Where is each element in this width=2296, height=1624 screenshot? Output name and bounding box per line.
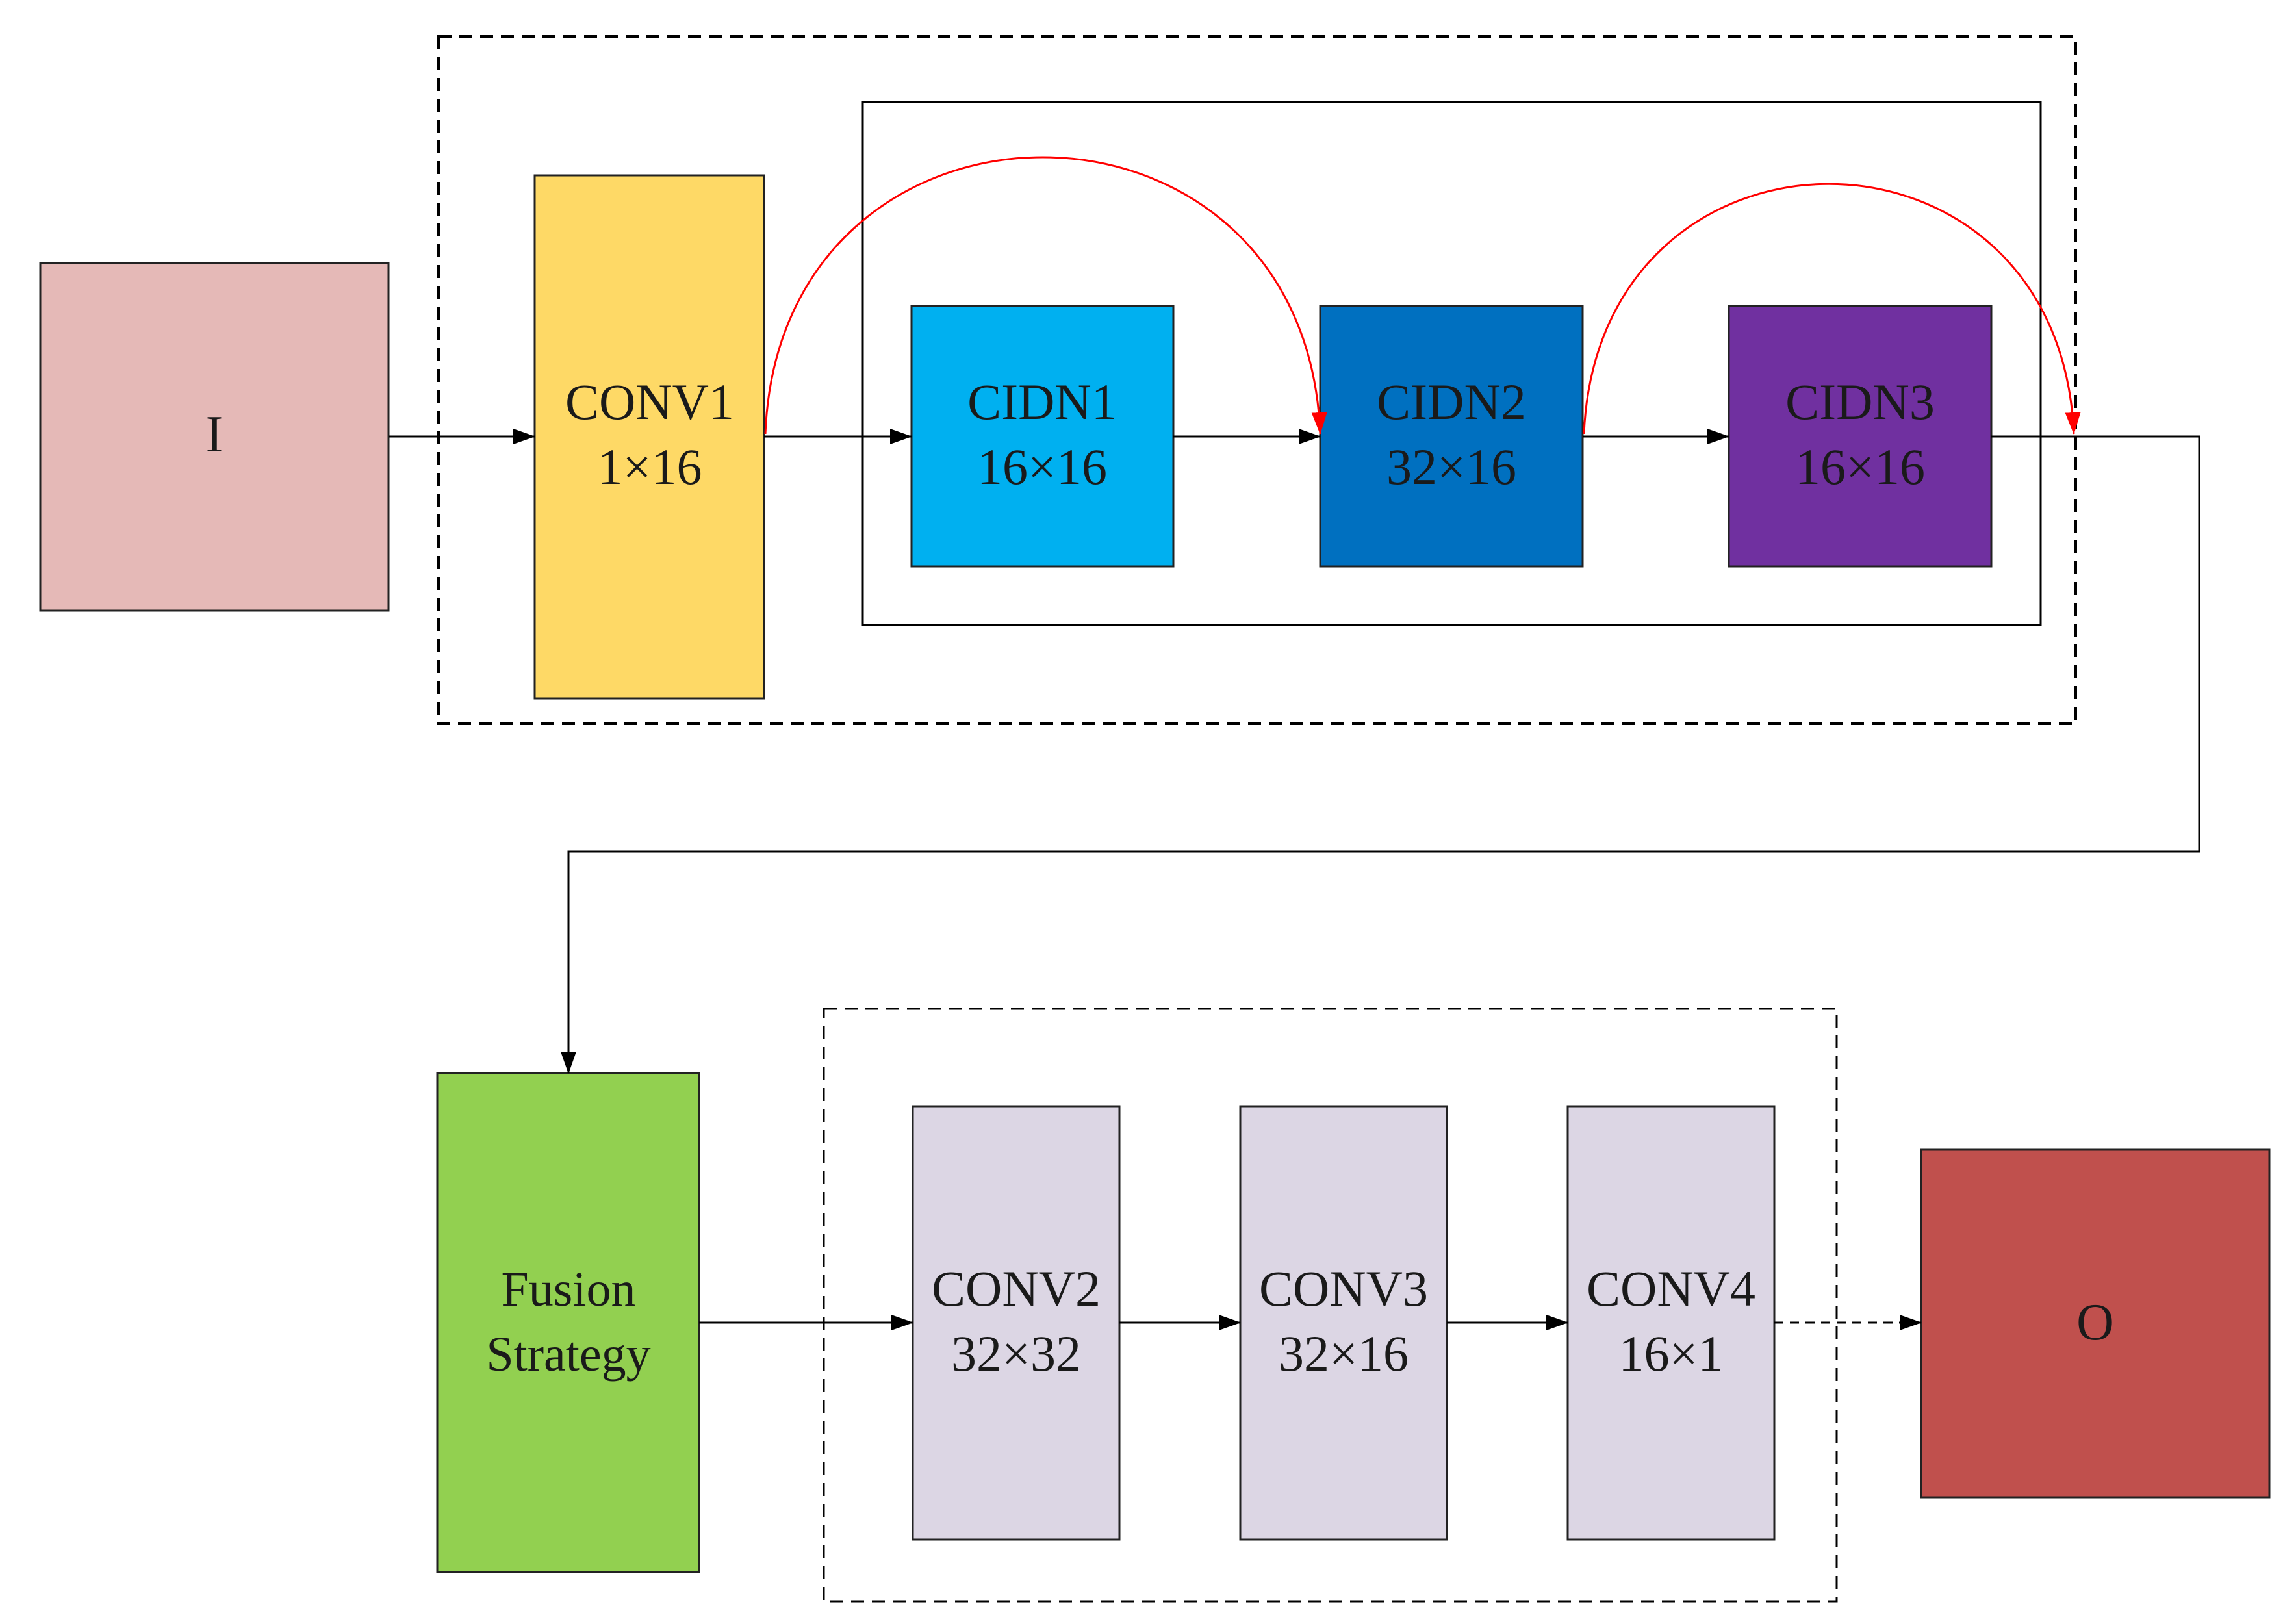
conv2-dims-label: 32×32 (951, 1325, 1081, 1382)
skip-connection-cidn2-to-output (1583, 183, 2081, 435)
decoder-group-border (823, 1008, 1838, 1603)
conv4-block (1566, 1105, 1776, 1541)
cidn-group-border (861, 101, 2042, 626)
encoder-group-border (437, 35, 2077, 725)
fusion-label-line2: Strategy (486, 1327, 650, 1382)
output-label: O (2076, 1294, 2114, 1351)
cidn2-block (1319, 305, 1584, 568)
arrow-cidn3-to-fusion (561, 435, 2200, 1074)
cidn3-block (1728, 305, 1993, 568)
cidn3-name-label: CIDN3 (1785, 374, 1935, 430)
conv3-name-label: CONV3 (1259, 1260, 1428, 1317)
cidn1-block (910, 305, 1175, 568)
conv4-name-label: CONV4 (1587, 1260, 1755, 1317)
skip-connection-conv1-to-cidn2 (764, 156, 1327, 435)
cidn3-dims-label: 16×16 (1795, 438, 1925, 495)
fusion-strategy-block (436, 1072, 700, 1573)
conv4-dims-label: 16×1 (1619, 1325, 1724, 1382)
conv1-block (533, 174, 765, 700)
input-label: I (206, 406, 223, 463)
cidn1-name-label: CIDN1 (967, 374, 1117, 430)
cidn1-dims-label: 16×16 (977, 438, 1107, 495)
conv2-name-label: CONV2 (932, 1260, 1101, 1317)
conv2-block (912, 1105, 1121, 1541)
conv1-dims-label: 1×16 (598, 438, 702, 495)
input-block (39, 262, 390, 612)
conv3-block (1239, 1105, 1448, 1541)
cidn2-name-label: CIDN2 (1377, 374, 1526, 430)
conv3-dims-label: 32×16 (1279, 1325, 1409, 1382)
cidn2-dims-label: 32×16 (1386, 438, 1516, 495)
conv1-name-label: CONV1 (565, 374, 734, 430)
fusion-label-line1: Fusion (502, 1262, 636, 1317)
